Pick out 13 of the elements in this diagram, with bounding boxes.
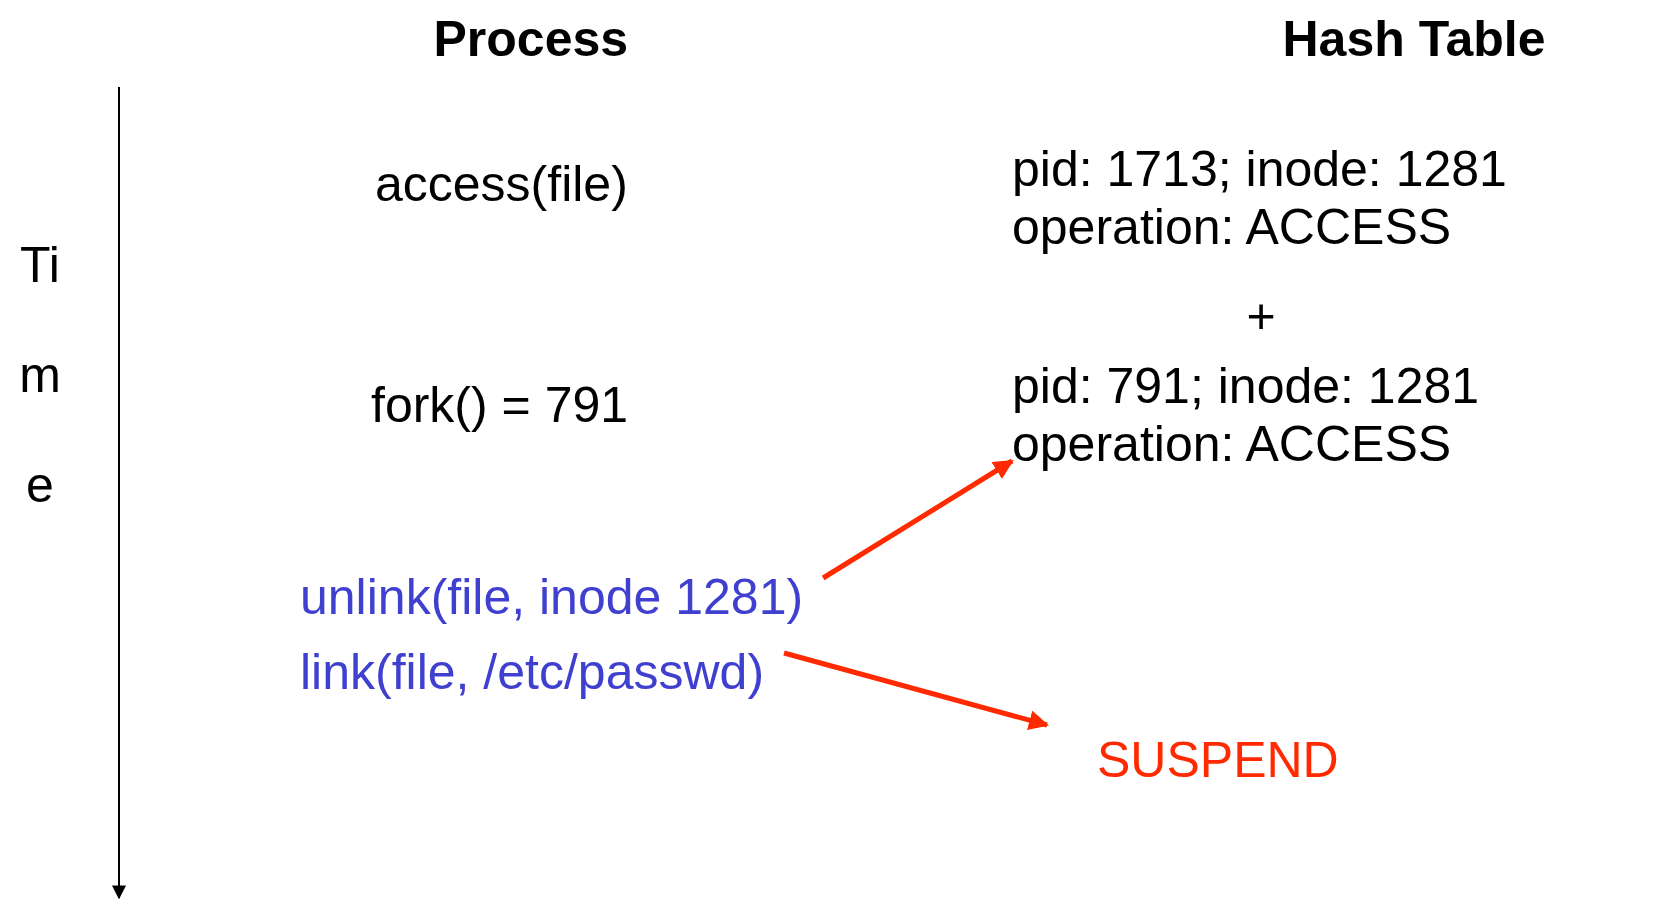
table-entry: pid: 1713; inode: 1281 operation: ACCESS — [1012, 140, 1508, 256]
call-text: access(file) — [375, 155, 628, 213]
arrow — [783, 650, 1049, 730]
plus-sign: + — [1246, 287, 1276, 345]
call-text: unlink(file, inode 1281) — [300, 568, 804, 626]
table-entry: pid: 791; inode: 1281 operation: ACCESS — [1012, 357, 1612, 473]
status-text: SUSPEND — [1097, 731, 1339, 789]
call-text: link(file, /etc/passwd) — [300, 643, 765, 701]
arrow — [821, 458, 1014, 581]
column-heading: Process — [433, 10, 629, 68]
call-text: fork() = 791 — [371, 376, 629, 434]
axis-label: Time — [18, 236, 62, 515]
column-heading: Hash Table — [1282, 10, 1546, 68]
